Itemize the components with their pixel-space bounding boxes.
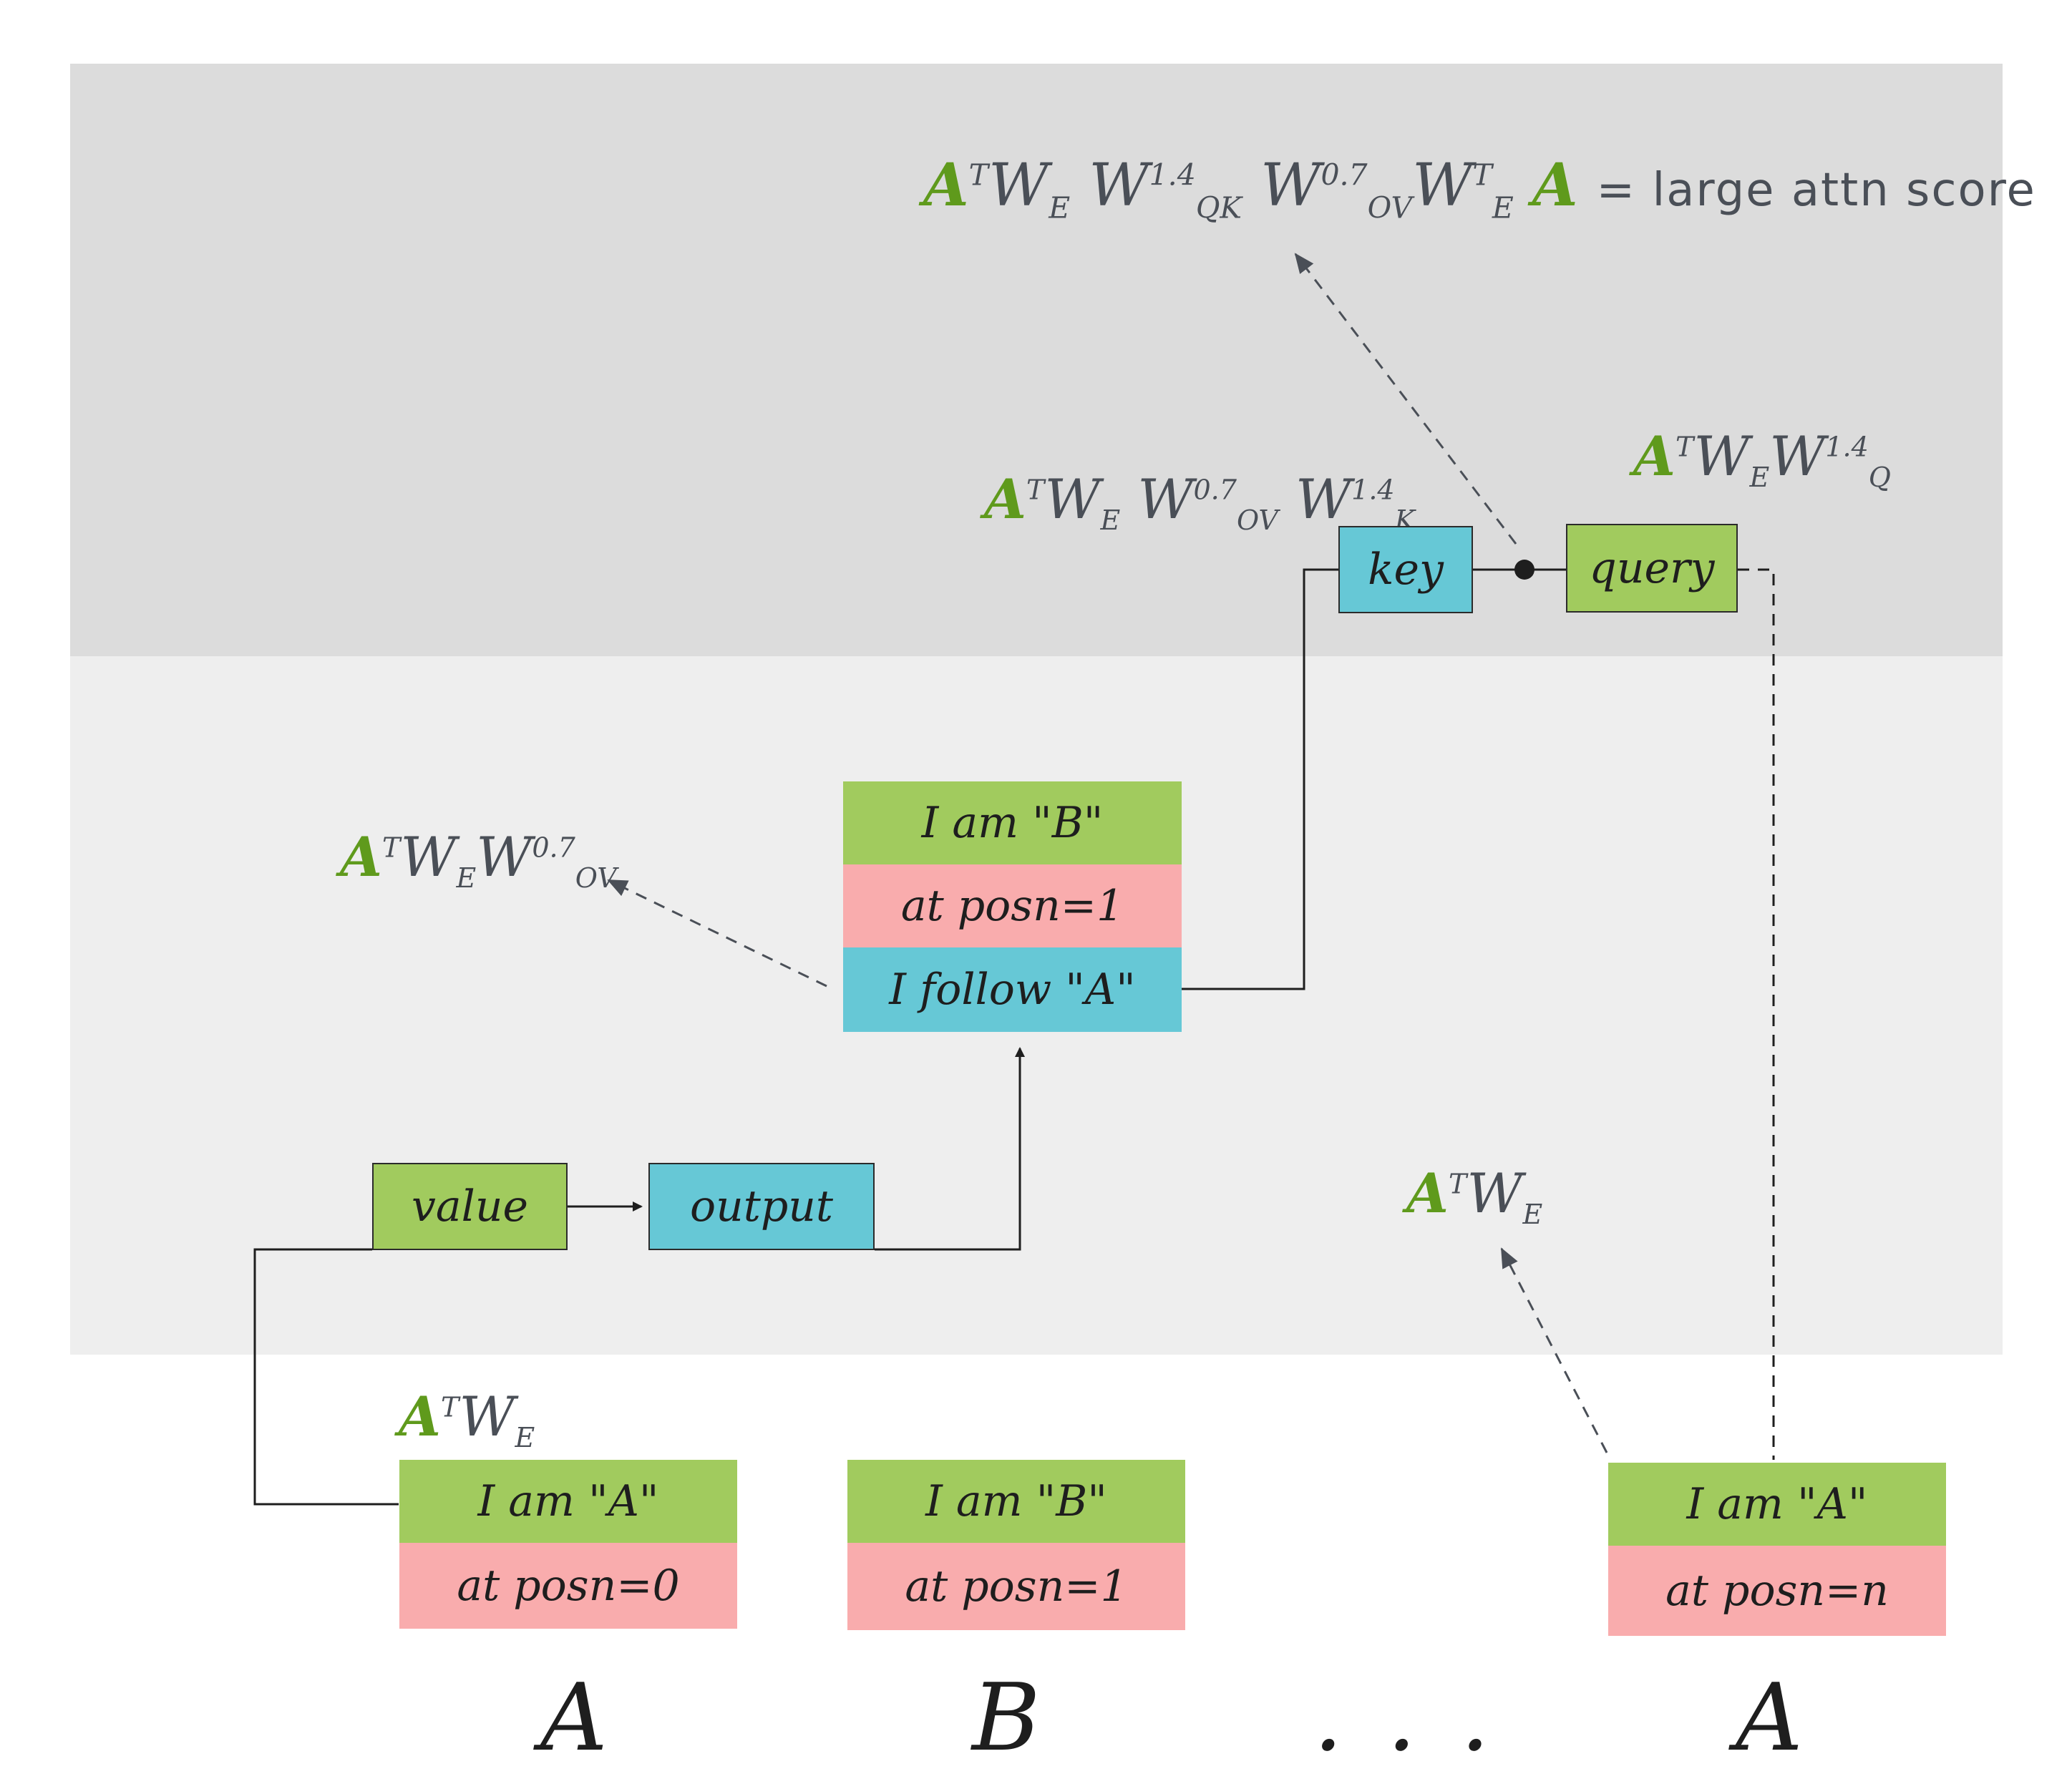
token1-i-am-cell: I am "B" (847, 1460, 1185, 1543)
token1-posn-cell: at posn=1 (847, 1543, 1185, 1630)
output-box: output (648, 1163, 875, 1250)
residual-follow-cell: I follow "A" (843, 947, 1182, 1032)
formula-attn-score: ATWE W1.4QK W0.7OVWTE A = large attn sco… (923, 151, 2036, 225)
arrow-follow-to-ov (607, 879, 827, 988)
bottom-label-a-last: A (1736, 1663, 1803, 1772)
formula-mid-right: ATWE (1406, 1161, 1543, 1231)
bottom-label-a: A (540, 1663, 608, 1772)
bottom-label-b: B (972, 1663, 1041, 1772)
wire-output-to-residual (875, 1047, 1025, 1251)
formula-mid-left: ATWEW0.7OV (340, 825, 617, 894)
tokenn-i-am-cell: I am "A" (1608, 1463, 1946, 1546)
arrow-dot-to-score (1294, 253, 1517, 545)
residual-i-am-cell: I am "B" (843, 781, 1182, 864)
arrow-tokenn-to-we (1500, 1247, 1608, 1453)
formula-key: ATWE W0.7OV W1.4K (984, 467, 1415, 537)
value-box: value (372, 1163, 568, 1250)
wire-token0-to-value (253, 1248, 399, 1506)
formula-token0: ATWE (399, 1385, 535, 1454)
key-box: key (1338, 526, 1473, 613)
tokenn-posn-cell: at posn=n (1608, 1546, 1946, 1636)
wire-query-to-tokenn (1738, 568, 1775, 1460)
wire-residual-to-key (1182, 568, 1338, 990)
query-box: query (1566, 524, 1738, 613)
residual-posn-cell: at posn=1 (843, 864, 1182, 947)
formula-query: ATWEW1.4Q (1633, 424, 1891, 494)
token0-i-am-cell: I am "A" (399, 1460, 737, 1543)
bottom-label-ellipsis: . . . (1313, 1663, 1497, 1772)
token0-posn-cell: at posn=0 (399, 1543, 737, 1629)
